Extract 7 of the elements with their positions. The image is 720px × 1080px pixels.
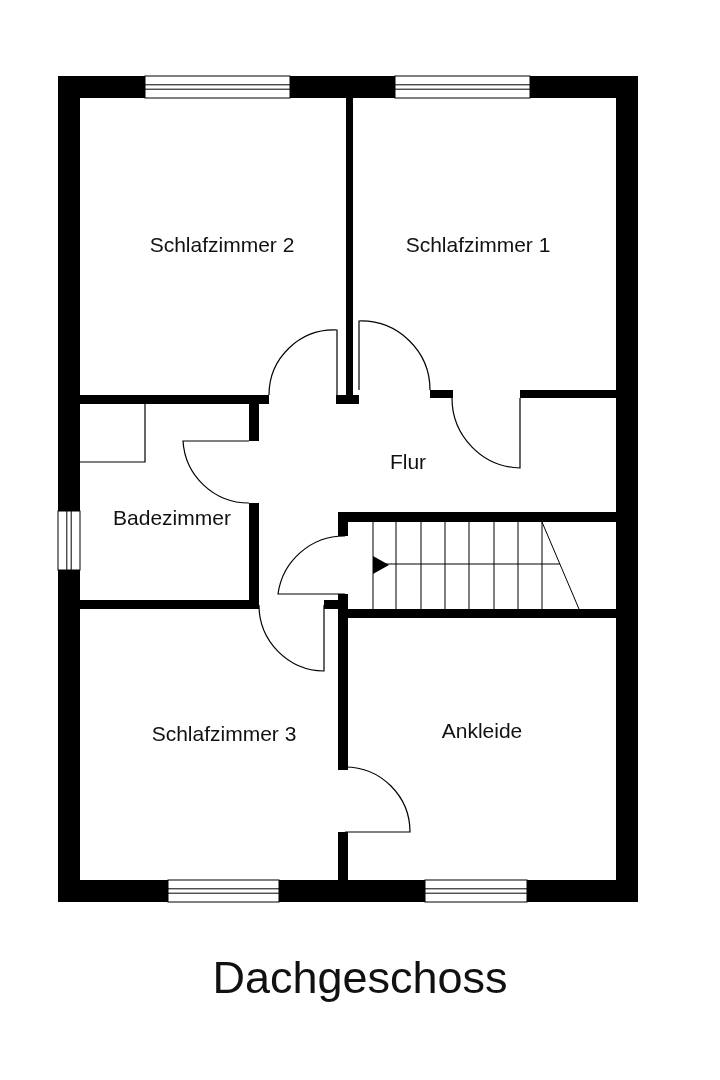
room-label: Ankleide [441,719,523,743]
floor-title: Dachgeschoss [211,952,509,1004]
room-label: Schlafzimmer 2 [149,233,295,257]
room-label: Schlafzimmer 3 [151,722,297,746]
room-label: Badezimmer [113,506,231,530]
room-label: Flur [389,450,427,474]
room-label: Schlafzimmer 1 [405,233,551,257]
